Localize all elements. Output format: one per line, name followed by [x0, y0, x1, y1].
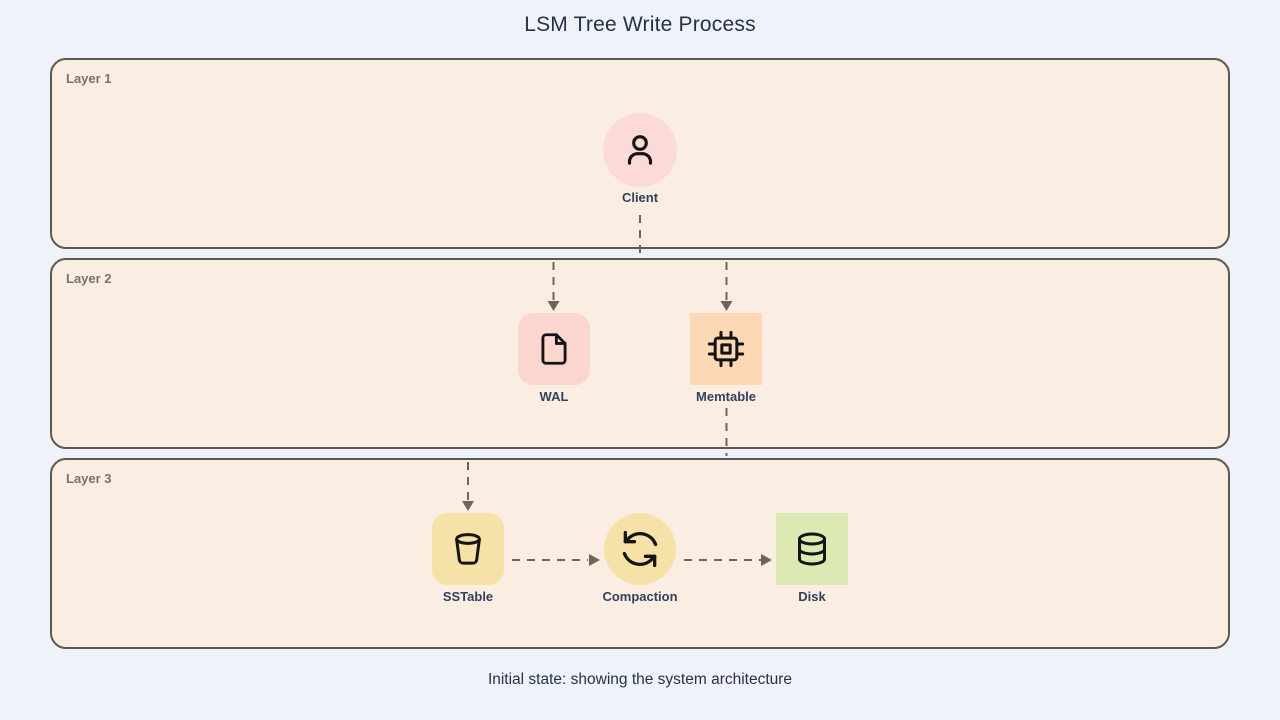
node-client: Client: [603, 113, 677, 205]
layer-2-container: Layer 2: [50, 258, 1230, 449]
node-memtable: Memtable: [690, 313, 762, 404]
user-icon: [619, 129, 661, 171]
diagram-title: LSM Tree Write Process: [524, 13, 756, 36]
client-shape: [603, 113, 677, 187]
sstable-label: SSTable: [442, 589, 494, 604]
database-icon: [792, 529, 832, 569]
compaction-label: Compaction: [602, 589, 678, 604]
node-wal: WAL: [518, 313, 590, 404]
node-disk: Disk: [776, 513, 848, 604]
wal-label: WAL: [539, 389, 569, 404]
cpu-icon: [706, 329, 746, 369]
status-caption: Initial state: showing the system archit…: [487, 671, 793, 688]
node-sstable: SSTable: [432, 513, 504, 604]
disk-label: Disk: [798, 589, 826, 604]
layer-3-label: Layer 3: [66, 471, 112, 486]
layer-1-label: Layer 1: [66, 71, 112, 86]
file-icon: [535, 330, 573, 368]
memtable-shape: [690, 313, 762, 385]
sstable-shape: [432, 513, 504, 585]
disk-shape: [776, 513, 848, 585]
refresh-icon: [618, 527, 662, 571]
wal-shape: [518, 313, 590, 385]
compaction-shape: [604, 513, 676, 585]
memtable-label: Memtable: [696, 389, 756, 404]
bucket-icon: [448, 529, 488, 569]
node-compaction: Compaction: [602, 513, 678, 604]
layer-2-label: Layer 2: [66, 271, 112, 286]
client-label: Client: [621, 190, 659, 205]
